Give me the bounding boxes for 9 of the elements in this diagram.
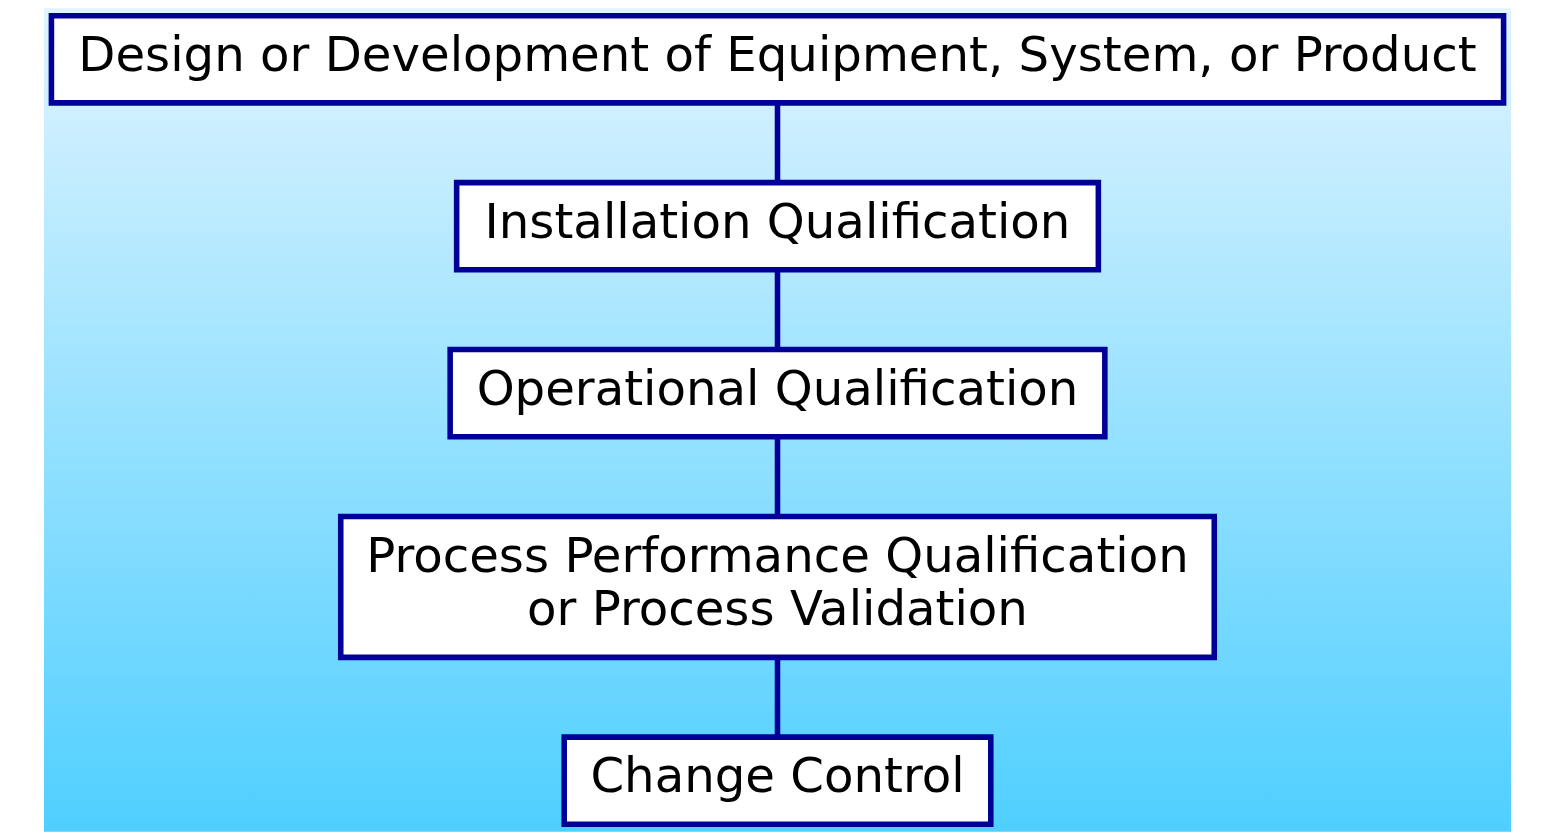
node-box: Installation Qualification	[453, 179, 1101, 273]
connector	[774, 437, 780, 517]
connector	[774, 103, 780, 183]
node-box: Operational Qualification	[446, 346, 1108, 440]
node-box: Design or Development of Equipment, System, or Product	[48, 12, 1506, 106]
connector	[774, 657, 780, 737]
connector	[774, 270, 780, 350]
node-box: Process Performance Qualification or Process Validation	[337, 513, 1217, 661]
node-box: Change Control	[560, 734, 994, 828]
